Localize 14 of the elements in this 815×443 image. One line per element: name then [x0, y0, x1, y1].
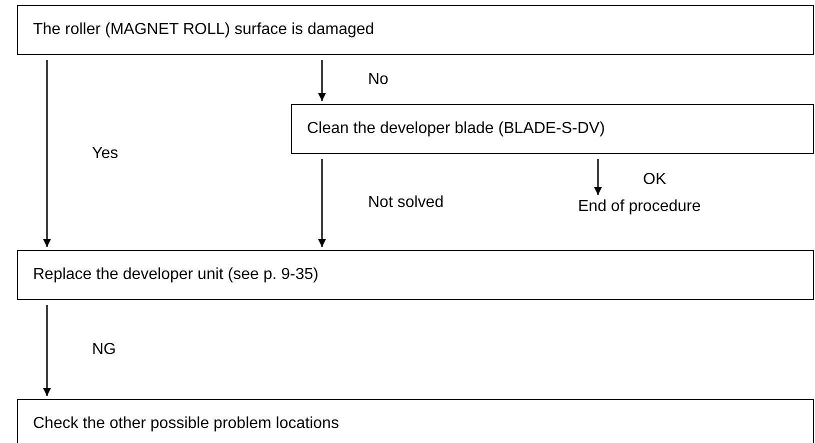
- arrow: [318, 159, 326, 247]
- step-text: The roller (MAGNET ROLL) surface is damaged: [33, 21, 374, 39]
- arrow: [318, 60, 326, 101]
- process-box: [17, 250, 814, 300]
- process-box: [17, 399, 814, 443]
- arrow: [594, 159, 602, 195]
- process-box: [17, 5, 814, 55]
- step-text: Replace the developer unit (see p. 9-35): [33, 266, 319, 284]
- end-text: End of procedure: [578, 198, 728, 220]
- arrow: [43, 60, 51, 247]
- step-text: Clean the developer blade (BLADE-S-DV): [307, 120, 605, 138]
- step-text: Check the other possible problem locations: [33, 415, 339, 433]
- process-box: [291, 104, 814, 154]
- arrow: [43, 305, 51, 396]
